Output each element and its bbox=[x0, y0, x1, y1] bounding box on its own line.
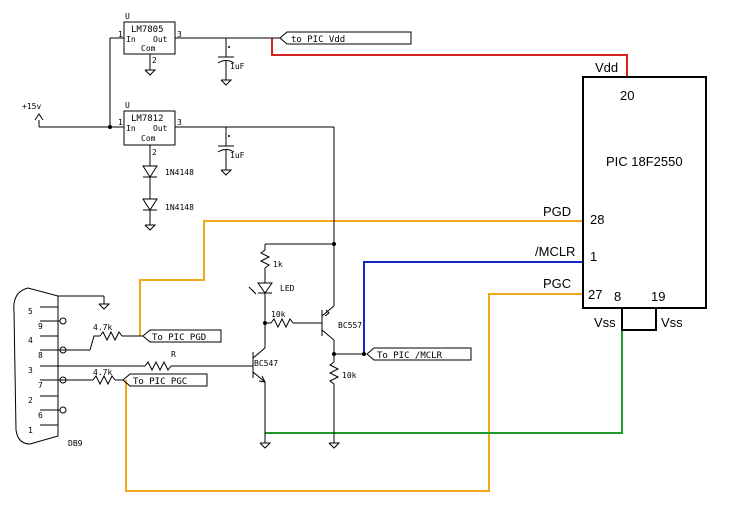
pic-pin20: 20 bbox=[620, 88, 634, 103]
flag-to-pgc: To PIC PGC bbox=[122, 373, 208, 387]
pic-vss2-label: Vss bbox=[661, 315, 683, 330]
reg2-out-label: Out bbox=[153, 124, 168, 133]
r10k-base-label: 10k bbox=[271, 310, 286, 319]
gnd-net bbox=[265, 330, 623, 434]
reg1-pin1: 1 bbox=[118, 30, 123, 39]
db9-pin-9: 9 bbox=[38, 322, 43, 331]
reg1-name: LM7805 bbox=[131, 25, 164, 35]
db9-pin-5: 5 bbox=[28, 307, 33, 316]
r47k-b-label: 4.7k bbox=[93, 368, 112, 377]
reg2-pin3: 3 bbox=[177, 118, 182, 127]
flag-pgc-text: To PIC PGC bbox=[133, 377, 187, 387]
flag-to-vdd: to PIC Vdd bbox=[272, 31, 412, 45]
reg1-in-label: In bbox=[126, 35, 136, 44]
db9-pin-3: 3 bbox=[28, 366, 33, 375]
capacitor-2: 1uF bbox=[217, 127, 245, 176]
db9-pin-6: 6 bbox=[38, 411, 43, 420]
bc557-label: BC557 bbox=[338, 321, 362, 330]
cap2-label: 1uF bbox=[230, 151, 245, 160]
diode1-label: 1N4148 bbox=[165, 168, 194, 177]
db9-pin-7: 7 bbox=[38, 381, 43, 390]
capacitor-1: 1uF bbox=[217, 38, 245, 86]
pic-chip: PIC 18F2550 Vdd 20 PGD 28 /MCLR 1 PGC 27… bbox=[535, 60, 707, 331]
diode-1: 1N4148 bbox=[142, 165, 194, 199]
db9-pin-8: 8 bbox=[38, 351, 43, 360]
r47k-pgd: 4.7k bbox=[52, 323, 143, 351]
vdd-net bbox=[271, 38, 628, 77]
reg1-u-label: U bbox=[125, 12, 130, 21]
reg2-u-label: U bbox=[125, 101, 130, 110]
mclr-net bbox=[363, 261, 583, 354]
r10k-emit-label: 10k bbox=[342, 371, 357, 380]
pic-vdd-label: Vdd bbox=[595, 60, 618, 75]
pic-pin1: 1 bbox=[590, 249, 597, 264]
pgd-net bbox=[139, 220, 583, 336]
flag-to-mclr: To PIC /MCLR bbox=[366, 347, 472, 361]
db9-connector: 5 9 4 8 3 7 2 6 1 DB9 bbox=[13, 287, 111, 448]
flag-mclr-text: To PIC /MCLR bbox=[377, 351, 443, 361]
flag-pgd-text: To PIC PGD bbox=[152, 333, 206, 343]
pic-name: PIC 18F2550 bbox=[606, 154, 683, 169]
reg1-pin3: 3 bbox=[177, 30, 182, 39]
r10k-emitter: 10k bbox=[328, 352, 366, 449]
db9-pin-2: 2 bbox=[28, 396, 33, 405]
pic-vss1-label: Vss bbox=[594, 315, 616, 330]
pic-mclr-label: /MCLR bbox=[535, 244, 575, 259]
reg2-pin2: 2 bbox=[152, 148, 157, 157]
led-branch: 1k LED bbox=[248, 242, 336, 325]
flag-vdd-text: to PIC Vdd bbox=[291, 35, 345, 45]
pic-pin27: 27 bbox=[588, 287, 602, 302]
reg1-pin2: 2 bbox=[152, 56, 157, 65]
led-label: LED bbox=[280, 284, 295, 293]
bc557-transistor: BC557 bbox=[321, 244, 362, 354]
pic-pin19: 19 bbox=[651, 289, 665, 304]
db9-pin-1: 1 bbox=[28, 426, 33, 435]
reg2-pin1: 1 bbox=[118, 118, 123, 127]
r10k-base: 10k bbox=[265, 310, 322, 329]
reg1-com-label: Com bbox=[141, 44, 156, 53]
resistor-r: R bbox=[52, 350, 253, 372]
db9-pin-4: 4 bbox=[28, 336, 33, 345]
flag-to-pgd: To PIC PGD bbox=[142, 329, 222, 343]
bc547-transistor: BC547 bbox=[252, 323, 278, 449]
r47k-a-label: 4.7k bbox=[93, 323, 112, 332]
r47k-pgc: 4.7k bbox=[52, 368, 123, 386]
pgc-net bbox=[125, 293, 583, 492]
diode-2: 1N4148 bbox=[142, 198, 194, 231]
reg1-out-label: Out bbox=[153, 35, 168, 44]
regulator-lm7812: U LM7812 In Out Com 1 2 3 bbox=[118, 101, 335, 244]
pic-pin8: 8 bbox=[614, 289, 621, 304]
diode2-label: 1N4148 bbox=[165, 203, 194, 212]
regulator-lm7805: U LM7805 In Out Com 1 2 3 bbox=[110, 12, 272, 76]
pic-pgc-label: PGC bbox=[543, 276, 571, 291]
supply-label: +15v bbox=[22, 102, 41, 111]
resistor-r-label: R bbox=[171, 350, 176, 359]
reg2-com-label: Com bbox=[141, 134, 156, 143]
bc547-label: BC547 bbox=[254, 359, 278, 368]
cap1-label: 1uF bbox=[230, 62, 245, 71]
supply-input: +15v bbox=[22, 38, 124, 129]
reg2-name: LM7812 bbox=[131, 114, 164, 124]
db9-label: DB9 bbox=[68, 439, 83, 448]
reg2-in-label: In bbox=[126, 124, 136, 133]
pic-pgd-label: PGD bbox=[543, 204, 571, 219]
r1k-label: 1k bbox=[273, 260, 283, 269]
pic-pin28: 28 bbox=[590, 212, 604, 227]
